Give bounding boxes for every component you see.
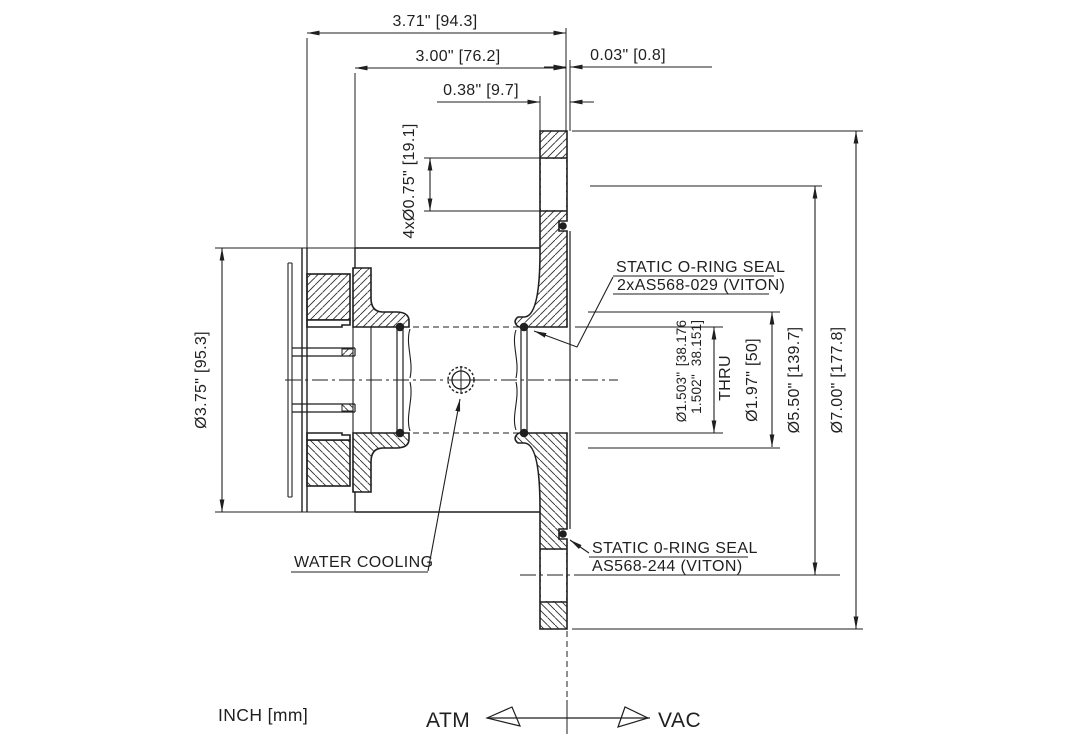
dim-003-text: 0.03" [0.8] — [590, 47, 666, 64]
oring-bottom-label-2: AS568-244 (VITON) — [592, 558, 743, 575]
sleeve-outline — [354, 247, 540, 268]
bore-dia-2: 1.502" — [689, 374, 704, 414]
water-tube-tip — [341, 348, 354, 357]
bolt-hole-edges — [540, 157, 567, 212]
break-line-left — [407, 328, 412, 379]
units-note: INCH [mm] — [218, 705, 308, 725]
leader-lines — [291, 275, 774, 573]
dim-075-text: 4xØ0.75" [19.1] — [401, 123, 418, 238]
break-line-right — [513, 329, 518, 379]
leader-oring-bottom — [569, 539, 590, 554]
dim-thru-text: THRU — [717, 355, 734, 401]
oring-bottom-label-1: STATIC 0-RING SEAL — [592, 540, 758, 557]
face-oring-dot — [559, 222, 567, 230]
endcap-block-section — [306, 273, 351, 321]
bore-mm-2: 38.151] — [689, 320, 704, 366]
leader-water-cooling — [427, 398, 461, 572]
dim-371-text: 3.71" [94.3] — [393, 13, 478, 30]
oring-top-label-1: STATIC O-RING SEAL — [616, 259, 785, 276]
section-top-half — [292, 130, 568, 379]
atm-flag-icon — [485, 706, 522, 727]
vac-label: VAC — [658, 709, 701, 732]
dim-197-text: Ø1.97" [50] — [744, 338, 761, 422]
dimension-texts: 3.71" [94.3] 3.00" [76.2] 0.03" [0.8] 0.… — [193, 13, 846, 433]
bolt-hole-cut — [541, 159, 566, 210]
dim-bore-stack: Ø1.503" 1.502" [38.176 38.151] — [674, 320, 704, 422]
dimension-lines — [219, 30, 859, 629]
bore-dia-1: Ø1.503" — [674, 372, 689, 422]
dim-550-text: Ø5.50" [139.7] — [786, 327, 803, 434]
atm-vac-symbol — [485, 706, 650, 728]
leader-oring-top — [533, 276, 614, 348]
collar-foot-section — [352, 267, 410, 328]
dim-300-text: 3.00" [76.2] — [416, 48, 501, 65]
dim-038-text: 0.38" [9.7] — [443, 82, 519, 99]
oring-top-label-2: 2xAS568-029 (VITON) — [617, 277, 785, 294]
atm-label: ATM — [426, 709, 470, 732]
underline-oring-top — [613, 275, 774, 295]
bore-mm-1: [38.176 — [674, 320, 689, 366]
oring-dot — [395, 322, 405, 332]
annotation-texts: STATIC O-RING SEAL 2xAS568-029 (VITON) S… — [218, 259, 785, 732]
dim-375-text: Ø3.75" [95.3] — [193, 331, 210, 429]
endcap-lip — [306, 319, 351, 328]
centerlines — [285, 379, 840, 576]
water-cooling-label: WATER COOLING — [294, 554, 433, 571]
extension-lines — [215, 28, 863, 630]
section-bottom-half — [291, 381, 568, 630]
oring-dot — [519, 322, 529, 332]
dim-700-text: Ø7.00" [177.8] — [829, 327, 846, 434]
vac-flag-icon — [617, 706, 650, 728]
